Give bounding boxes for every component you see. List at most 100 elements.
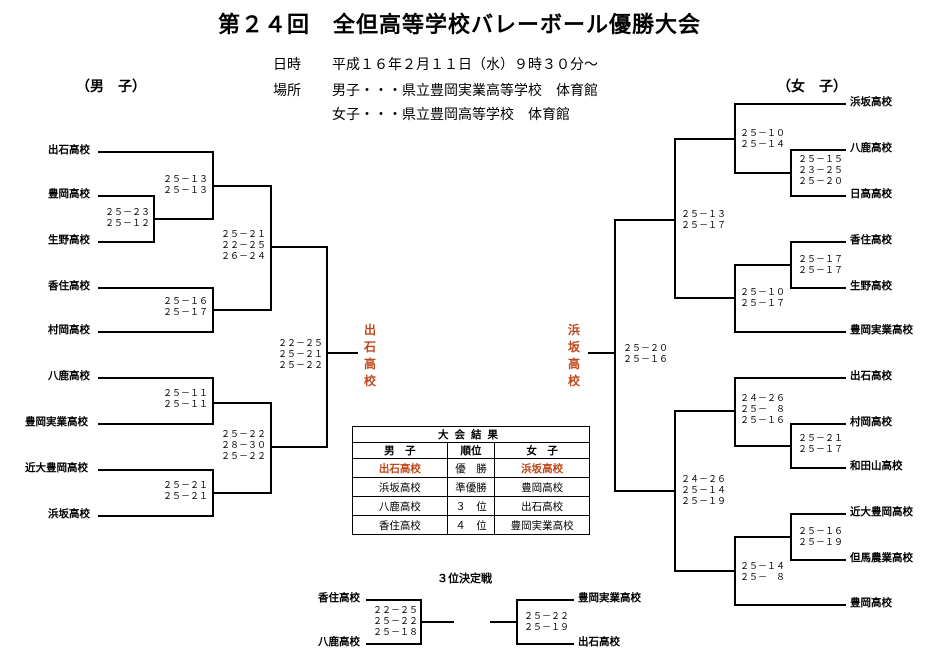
bracket-line (734, 445, 792, 447)
men-score: ２５－１１ ２５－１１ (163, 389, 209, 410)
results-cell: 浜坂高校 (494, 458, 590, 478)
bracket-line (212, 309, 272, 311)
women-team-hidaka: 日高高校 (850, 188, 892, 200)
men-score: ２５－２１ ２２－２５ ２６－２４ (221, 230, 267, 262)
place-label: 場所 (273, 83, 301, 99)
bracket-line (98, 287, 214, 289)
bracket-line (153, 218, 214, 220)
bracket-line (790, 513, 846, 515)
women-score: ２５－１４ ２５－ ８ (740, 562, 786, 583)
bracket-line (212, 185, 272, 187)
bracket-line (516, 643, 574, 645)
third-men-bottom: 八鹿高校 (318, 636, 360, 648)
bracket-line (326, 246, 328, 448)
bracket-line (490, 621, 518, 623)
women-champion-char: 高 (567, 357, 580, 371)
men-team-hamasaka: 浜坂高校 (48, 508, 90, 520)
women-team-ikuno: 生野高校 (850, 280, 892, 292)
results-cell: 豊岡実業高校 (494, 515, 590, 535)
bracket-line (98, 469, 214, 471)
third-women-top: 豊岡実業高校 (578, 592, 641, 604)
bracket-line (790, 559, 846, 561)
bracket-line (734, 331, 846, 333)
men-team-toyooka: 豊岡高校 (48, 188, 90, 200)
men-team-izushi: 出石高校 (48, 144, 90, 156)
women-champion-char: 浜 (567, 323, 580, 337)
bracket-line (734, 377, 846, 379)
bracket-line (270, 185, 272, 311)
table-row: 出石高校 優 勝 浜坂高校 (352, 458, 590, 478)
bracket-line (98, 195, 155, 197)
women-team-toyooka: 豊岡高校 (850, 597, 892, 609)
place-women: 女子・・・県立豊岡高等学校 体育館 (332, 107, 570, 123)
results-table: 大会結果 男 子 順位 女 子 出石高校 優 勝 浜坂高校 浜坂高校 準優勝 豊… (352, 426, 590, 535)
date-value: 平成１６年２月１１日（水）９時３０分～ (332, 57, 598, 73)
bracket-line (790, 195, 846, 197)
bracket-line (98, 331, 214, 333)
bracket-line (366, 599, 422, 601)
results-col-women: 女 子 (494, 442, 590, 459)
table-row: 浜坂高校 準優勝 豊岡高校 (352, 477, 590, 497)
bracket-line (212, 492, 272, 494)
bracket-line (98, 515, 214, 517)
third-men-score: ２２－２５ ２５－２２ ２５－１８ (373, 606, 419, 638)
bracket-line (674, 138, 736, 140)
women-team-muraoka: 村岡高校 (850, 416, 892, 428)
women-team-tajima: 但馬農業高校 (850, 552, 913, 564)
table-row: 八鹿高校 ３ 位 出石高校 (352, 496, 590, 516)
men-heading: （男 子） (76, 79, 146, 95)
women-score: ２５－１０ ２５－１７ (740, 288, 786, 309)
results-cell: 八鹿高校 (352, 496, 448, 516)
bracket-line (674, 297, 736, 299)
men-score: ２２－２５ ２５－２１ ２５－２２ (278, 339, 324, 371)
women-champion-char: 校 (567, 374, 580, 388)
bracket-line (734, 172, 792, 174)
bracket-line (790, 423, 846, 425)
results-col-men: 男 子 (352, 442, 448, 459)
women-score: ２５－１７ ２５－１７ (798, 255, 844, 276)
women-score: ２４－２６ ２５－ ８ ２５－１６ (740, 394, 786, 426)
men-team-kindai: 近大豊岡高校 (25, 462, 88, 474)
table-row: 香住高校 ４ 位 豊岡実業高校 (352, 515, 590, 535)
page-title: 第２４回 全但高等学校バレーボール優勝大会 (218, 12, 702, 38)
bracket-line (674, 138, 676, 299)
date-label: 日時 (273, 57, 301, 73)
bracket-line (98, 241, 155, 243)
bracket-line (790, 287, 846, 289)
third-place-title: ３位決定戦 (437, 572, 492, 585)
bracket-line (734, 604, 846, 606)
women-score: ２５－２０ ２５－１６ (623, 344, 669, 365)
women-team-wadayama: 和田山高校 (850, 460, 903, 472)
women-score: ２５－２１ ２５－１７ (798, 434, 844, 455)
bracket-line (790, 467, 846, 469)
bracket-line (674, 570, 736, 572)
bracket-line (734, 264, 792, 266)
women-champion-char: 坂 (567, 340, 580, 354)
men-champion-char: 校 (363, 374, 376, 388)
women-score: ２４－２６ ２５－１４ ２５－１９ (681, 475, 727, 507)
women-team-izushi: 出石高校 (850, 370, 892, 382)
bracket-line (616, 219, 676, 221)
men-team-yoka: 八鹿高校 (48, 370, 90, 382)
bracket-line (790, 241, 846, 243)
results-cell: ３ 位 (446, 496, 496, 516)
men-champion-char: 出 (363, 323, 376, 337)
bracket-line (212, 377, 214, 425)
bracket-line (98, 423, 214, 425)
bracket-line (270, 402, 272, 494)
women-team-yoka: 八鹿高校 (850, 142, 892, 154)
women-heading: （女 子） (777, 79, 847, 95)
women-score: ２５－１６ ２５－１９ (798, 527, 844, 548)
women-score: ２５－１０ ２５－１４ (740, 129, 786, 150)
bracket-line (98, 377, 214, 379)
women-team-kindai: 近大豊岡高校 (850, 506, 913, 518)
results-cell: 準優勝 (446, 477, 496, 497)
men-team-kasumi: 香住高校 (48, 280, 90, 292)
results-cell: ４ 位 (446, 515, 496, 535)
bracket-line (516, 599, 574, 601)
bracket-line (734, 377, 736, 447)
men-score: ２５－２２ ２８－３０ ２５－２２ (221, 430, 267, 462)
men-champion-char: 高 (363, 357, 376, 371)
bracket-line (614, 219, 616, 492)
results-title: 大会結果 (352, 426, 590, 443)
